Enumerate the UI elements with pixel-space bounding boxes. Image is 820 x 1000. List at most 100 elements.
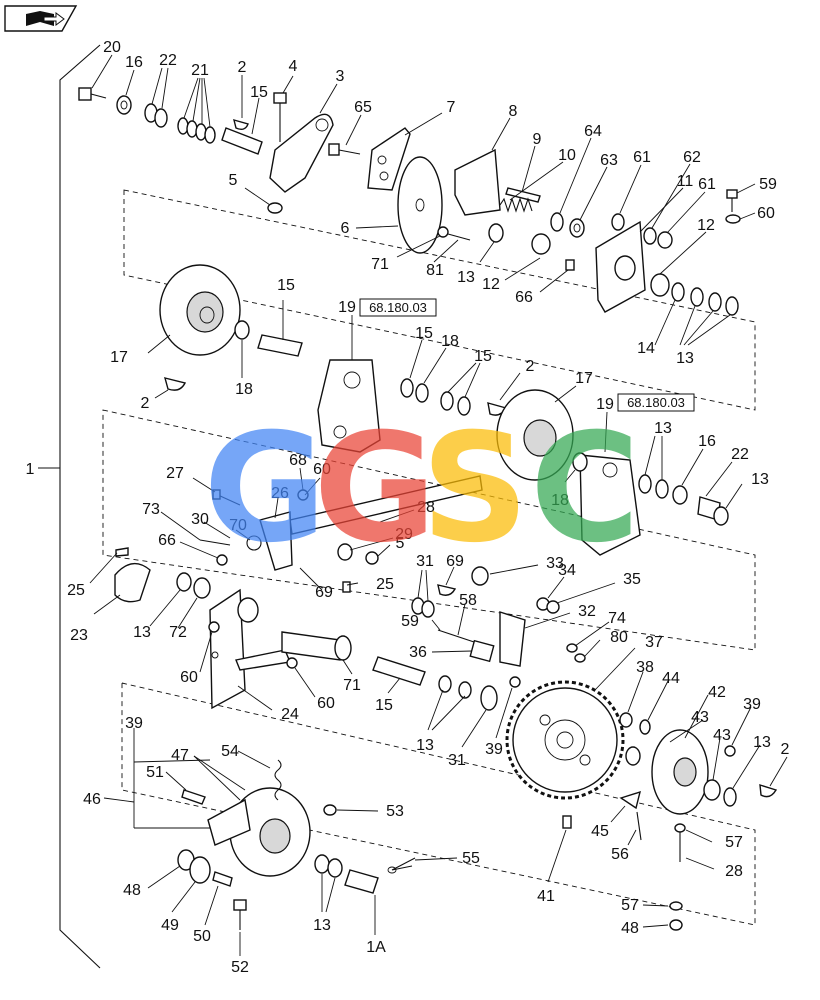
bolt-27[interactable] [212,489,241,506]
bushing-16[interactable] [116,95,132,115]
washer-62[interactable] [643,227,657,245]
key-2-upper[interactable] [164,377,187,391]
arm-19-lower[interactable] [579,454,641,556]
bolt-73[interactable] [199,539,231,546]
nut-39-right[interactable] [724,745,736,757]
arm-19-upper[interactable] [317,359,381,453]
pin-15-lower[interactable] [372,656,426,686]
spring-54[interactable] [274,759,282,801]
disc-6[interactable] [397,156,443,254]
nuts-74-80[interactable] [566,643,586,663]
spring-70[interactable] [246,535,262,551]
bushing-72[interactable] [193,577,211,599]
nut-61-lower[interactable] [657,231,673,249]
pin-51[interactable] [181,789,206,805]
nut-5[interactable] [267,202,283,214]
arm-3[interactable] [269,113,334,193]
pin-50[interactable] [212,871,233,887]
bolt-65[interactable] [328,143,361,156]
assembly-bracket [59,44,101,969]
hub-46[interactable] [207,787,311,877]
pin-1A[interactable] [344,869,379,894]
plate-11[interactable] [595,220,646,313]
callout: 1 [26,461,35,478]
key-69[interactable] [437,584,457,596]
washer-18-left[interactable] [234,320,250,340]
washer-64[interactable] [550,212,564,232]
frame-24[interactable] [209,588,291,710]
washer-57[interactable] [669,823,686,911]
fitting-25[interactable] [342,581,351,593]
bushing-12-right[interactable] [650,273,670,297]
bolt-4[interactable] [273,92,287,142]
bracket-8[interactable] [454,148,501,216]
callout: 60 [317,695,335,712]
key-2-lower[interactable] [759,784,778,798]
sprocket-17-right[interactable] [496,389,574,481]
washers-22[interactable] [144,103,168,128]
callout: 37 [645,634,663,651]
reference-box-upper[interactable]: 68.180.03 [359,298,437,317]
tube-71[interactable] [281,631,352,661]
bushings-31-upper[interactable] [411,597,435,618]
bushing-38[interactable] [619,712,633,728]
nut-60-left[interactable] [208,621,220,633]
pin-15[interactable] [221,127,263,155]
washers-15-18[interactable] [400,378,471,416]
housing-42[interactable] [651,729,709,815]
nut-48-right[interactable] [669,919,683,931]
nut-66-mid[interactable] [216,554,228,566]
book-arrow-icon[interactable] [4,5,78,32]
bolt-58[interactable] [437,629,481,645]
sprocket-17-left[interactable] [159,264,241,356]
washer-60-top[interactable] [725,214,741,224]
nuts-34-35[interactable] [536,597,560,614]
cotter-pin-55[interactable] [387,857,416,874]
clip-45[interactable] [619,790,641,810]
bushing-12-top[interactable] [531,233,551,255]
bolt-81[interactable] [447,233,471,241]
reference-box-lower[interactable]: 68.180.03 [617,393,695,412]
bushing-29[interactable] [337,543,353,561]
gear-37[interactable] [505,680,625,800]
callout: 81 [426,262,444,279]
pin-9[interactable] [505,187,541,203]
bushing-33[interactable] [471,566,489,586]
bracket-7[interactable] [367,127,411,191]
pin-25-left[interactable] [115,547,129,557]
block-36[interactable] [469,639,495,663]
arm-26[interactable] [259,511,293,571]
nut-71-top[interactable] [437,226,449,238]
nut-60-right[interactable] [286,657,298,669]
washers-13-16-22[interactable] [638,474,729,526]
washer-31-lower[interactable] [480,685,498,711]
nut-53[interactable] [323,804,337,816]
nut-63[interactable] [569,218,585,238]
cover-23[interactable] [114,562,151,603]
bolt-20[interactable] [78,87,107,101]
nut-61-upper[interactable] [611,213,625,231]
washers-13-lower[interactable] [438,675,472,699]
bolt-56[interactable] [636,811,642,841]
washer-49[interactable] [189,856,211,884]
fitting-66-top[interactable] [565,259,575,271]
washer-18-right[interactable] [572,452,588,472]
washers-13-right[interactable] [671,282,739,316]
bushing-24-head[interactable] [237,597,259,623]
bolt-59[interactable] [726,189,738,212]
bushing-43[interactable] [625,746,721,801]
washer-13-left[interactable] [176,572,192,592]
lever-32[interactable] [499,611,526,667]
spring-10[interactable] [499,197,533,213]
nut-5-mid[interactable] [365,551,379,565]
bolt-52[interactable] [233,899,247,930]
bolt-39[interactable] [509,676,521,688]
key-2[interactable] [233,118,249,131]
fitting-41[interactable] [562,815,572,829]
washer-13-lower-right[interactable] [723,787,737,807]
pin-15-upper[interactable] [257,334,303,357]
washers-21[interactable] [177,117,216,144]
washer-44[interactable] [639,719,651,735]
bushing-13-top[interactable] [488,223,504,243]
washers-13-bottom[interactable] [314,854,343,878]
